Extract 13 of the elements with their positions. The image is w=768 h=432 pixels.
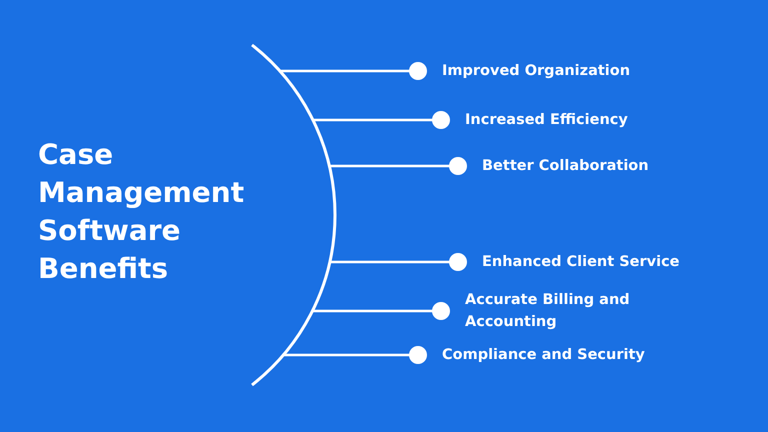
title: Case Management Software Benefits: [38, 137, 246, 287]
benefit-label: Better Collaboration: [482, 158, 649, 174]
benefit-label: Accurate Billing and Accounting: [465, 292, 630, 330]
benefit-label: Enhanced Client Service: [482, 254, 680, 270]
connector-line: [328, 253, 467, 271]
benefit-label: Compliance and Security: [442, 347, 645, 363]
benefit-label: Increased Efficiency: [465, 112, 628, 128]
connector-line: [312, 111, 450, 129]
connector-line: [282, 346, 427, 364]
connector-line: [328, 157, 467, 175]
benefit-label: Improved Organization: [442, 63, 630, 79]
connector-line: [311, 302, 450, 320]
connector-line: [278, 62, 427, 80]
